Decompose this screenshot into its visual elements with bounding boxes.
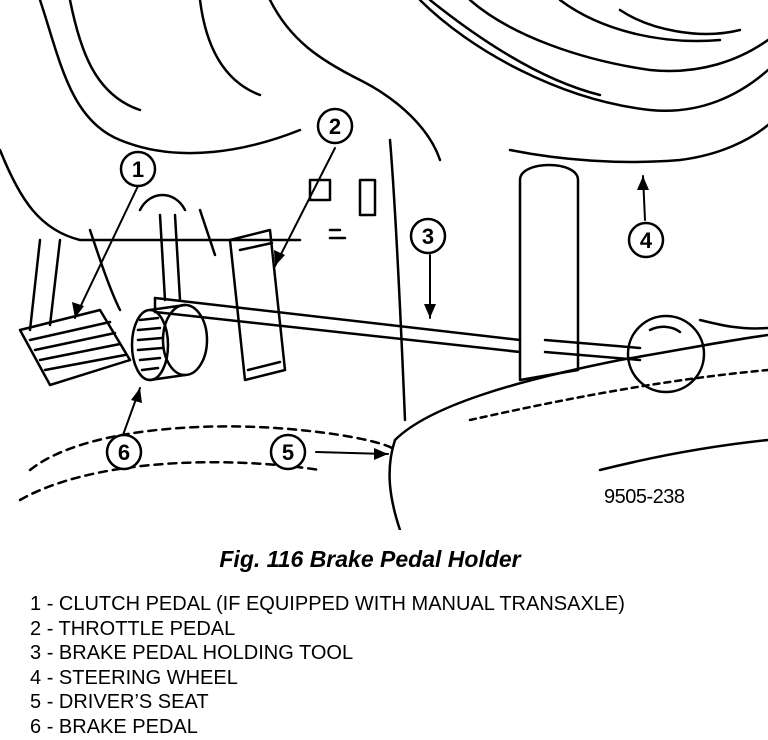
legend-item: 3 - BRAKE PEDAL HOLDING TOOL <box>30 641 625 666</box>
legend-text: - THROTTLE PEDAL <box>46 617 236 640</box>
pedal-holder-illustration: 1 2 3 4 5 6 <box>0 0 768 530</box>
legend-num: 2 <box>30 617 42 640</box>
legend-list: 1 - CLUTCH PEDAL (IF EQUIPPED WITH MANUA… <box>30 592 625 740</box>
legend-text: - BRAKE PEDAL <box>46 715 198 738</box>
clutch-pedal-drawing <box>18 228 132 387</box>
callout-4-label: 4 <box>640 228 653 253</box>
callout-3-label: 3 <box>422 224 434 249</box>
floor-outline-drawing <box>18 425 397 502</box>
callout-6: 6 <box>105 433 143 471</box>
legend-item: 5 - DRIVER’S SEAT <box>30 690 625 715</box>
leader-lines <box>74 147 646 455</box>
legend-item: 4 - STEERING WHEEL <box>30 666 625 691</box>
legend-item: 1 - CLUTCH PEDAL (IF EQUIPPED WITH MANUA… <box>30 592 625 617</box>
legend-num: 1 <box>30 593 42 615</box>
legend-item: 2 - THROTTLE PEDAL <box>30 617 625 642</box>
figure-code: 9505-238 <box>604 486 685 508</box>
holding-tool-drawing <box>153 163 768 394</box>
dashboard-drawing <box>0 0 442 422</box>
callout-2-label: 2 <box>329 114 341 139</box>
legend-text: - DRIVER’S SEAT <box>46 691 209 714</box>
legend-num: 6 <box>30 715 42 738</box>
callout-1-label: 1 <box>132 157 144 182</box>
steering-wheel-drawing <box>418 0 768 164</box>
legend-item: 6 - BRAKE PEDAL <box>30 715 625 740</box>
figure-caption: Fig. 116 Brake Pedal Holder <box>219 546 521 572</box>
callout-5: 5 <box>269 433 307 471</box>
callout-4: 4 <box>627 221 665 259</box>
legend-num: 5 <box>30 691 42 714</box>
callout-1: 1 <box>119 150 157 188</box>
callout-3: 3 <box>409 217 447 255</box>
callout-5-label: 5 <box>282 440 294 465</box>
legend-text: - BRAKE PEDAL HOLDING TOOL <box>46 642 354 665</box>
legend-num: 3 <box>30 642 42 665</box>
callout-2: 2 <box>316 107 354 145</box>
legend-num: 4 <box>30 666 42 689</box>
brake-pedal-drawing <box>130 193 209 382</box>
throttle-pedal-drawing <box>198 208 287 382</box>
callout-6-label: 6 <box>118 440 130 465</box>
legend-text: - CLUTCH PEDAL (IF EQUIPPED WITH MANUAL … <box>46 593 625 615</box>
legend-text: - STEERING WHEEL <box>46 666 238 689</box>
